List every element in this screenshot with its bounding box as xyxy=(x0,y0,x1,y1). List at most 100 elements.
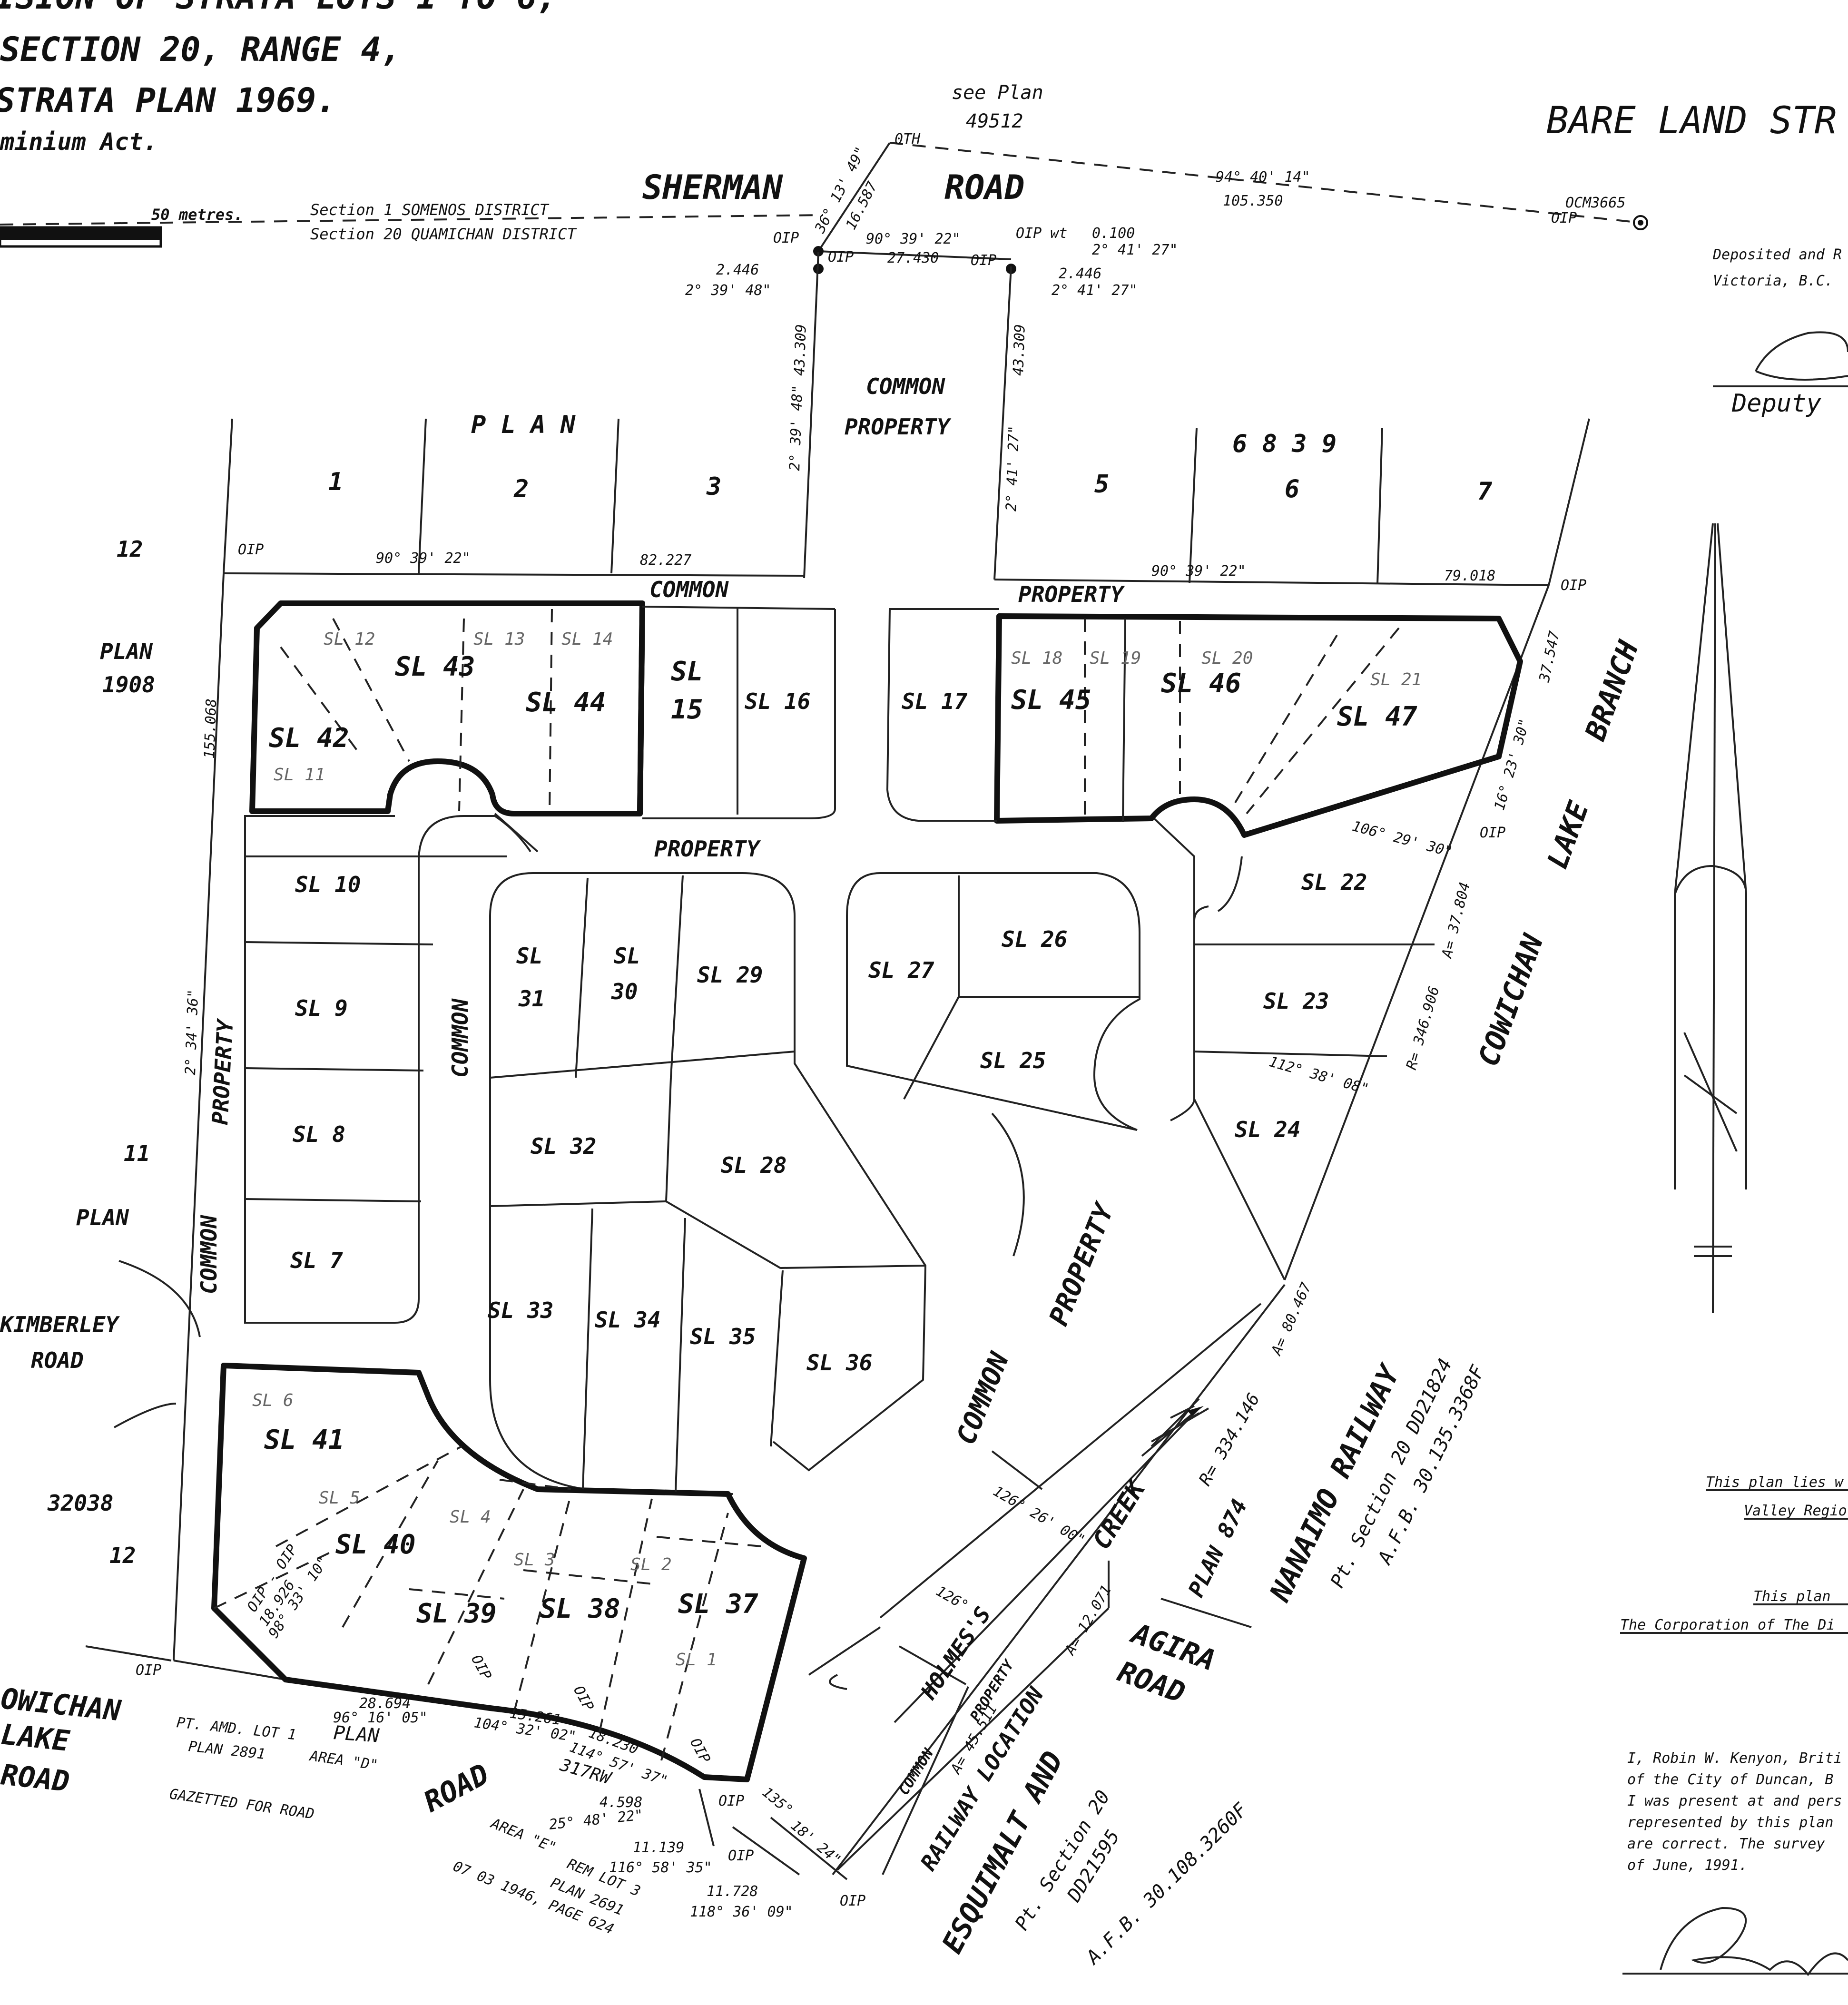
strata-lot-37: SL 37 xyxy=(678,1589,758,1620)
cowichan-lake-branch-2: LAKE xyxy=(1541,797,1595,874)
survey-903922b: 90° 39' 22" xyxy=(1151,563,1246,580)
lies-text-2: Valley Regio xyxy=(1744,1503,1847,1519)
title-line-4: minium Act. xyxy=(0,128,157,156)
survey-1824: 18' 24" xyxy=(787,1817,844,1868)
survey-2446a: 2.446 xyxy=(716,262,759,278)
deputy-signature: Deputy xyxy=(1731,389,1822,418)
district-line-1: Section 1 SOMENOS DISTRICT xyxy=(310,201,550,219)
survey-162330: 16° 23' 30" xyxy=(1491,717,1533,813)
survey-23948b: 2° 39' 48" xyxy=(786,385,806,472)
strata-lot-45: SL 45 xyxy=(1011,685,1091,716)
note-gazetted: GAZETTED FOR ROAD xyxy=(168,1786,315,1822)
victoria-text: Victoria, B.C. xyxy=(1713,273,1833,289)
strata-lot-30-number: 30 xyxy=(611,979,638,1004)
survey-arc-12071: A= 12.071 xyxy=(1062,1582,1115,1659)
scale-label: 50 metres. xyxy=(151,206,243,224)
strata-lot-8: SL 8 xyxy=(293,1121,345,1147)
strata-lot-25: SL 25 xyxy=(980,1048,1046,1073)
esq-afb: A.F.B. 30.108.3260F xyxy=(1081,1799,1252,1969)
survey-bearing-left: 2° 34' 36" xyxy=(182,989,202,1076)
plan-lot-6: 6 xyxy=(1285,475,1299,503)
survey-254822: 25° 48' 22" xyxy=(548,1807,644,1833)
strata-lot-24: SL 24 xyxy=(1235,1117,1300,1142)
strata-lot-28: SL 28 xyxy=(721,1152,786,1178)
old-lot-4: SL 4 xyxy=(450,1507,491,1527)
right-panel: Deposited and R Victoria, B.C. Deputy Th… xyxy=(1620,246,1848,1976)
survey-28694: 28.694 xyxy=(359,1695,411,1712)
strata-lot-22: SL 22 xyxy=(1301,869,1367,895)
old-lot-1: SL 1 xyxy=(676,1650,717,1670)
strata-lot-44: SL 44 xyxy=(526,687,606,718)
old-lot-labels: SL 12 SL 13 SL 14 SL 11 SL 18 SL 19 SL 2… xyxy=(252,629,1422,1670)
survey-r-346906: R= 346.906 xyxy=(1403,984,1443,1071)
survey-oip-8: OIP xyxy=(468,1652,494,1682)
survey-0100: 0.100 xyxy=(1092,225,1135,242)
strata-lot-47: SL 47 xyxy=(1337,701,1417,732)
strata-lot-10: SL 10 xyxy=(295,872,361,897)
strata-lot-43: SL 43 xyxy=(395,651,475,682)
strata-lot-27: SL 27 xyxy=(868,957,934,983)
cp-common-vertical-left: COMMON xyxy=(196,1215,222,1294)
strata-lot-labels: SL 42 SL 43 SL 44 SL 15 SL 16 SL 17 SL 4… xyxy=(264,651,1417,1629)
lot-dividers xyxy=(245,606,1435,1492)
old-lot-19: SL 19 xyxy=(1090,649,1141,668)
strata-lot-38: SL 38 xyxy=(540,1593,620,1624)
plan-lot-7: 7 xyxy=(1477,477,1493,506)
survey-82227: 82.227 xyxy=(640,552,691,569)
kimberley-road-label: ROAD xyxy=(31,1347,84,1373)
strata-lot-9: SL 9 xyxy=(295,995,348,1021)
survey-bearing-road: 90° 39' 22" xyxy=(866,231,961,247)
cp-small-common: COMMON xyxy=(895,1745,937,1798)
survey-oip-2: OIP xyxy=(828,249,854,265)
cp-big-property: PROPERTY xyxy=(1043,1198,1121,1330)
strata-lot-15: SL xyxy=(671,656,703,687)
plan-11-number: 11 xyxy=(124,1140,150,1166)
esquimalt-and: ESQUIMALT AND xyxy=(935,1746,1070,1959)
district-boundary: Section 1 SOMENOS DISTRICT Section 20 QU… xyxy=(0,201,824,243)
survey-annotations: 0TH 36° 13' 49" 16.587 94° 40' 14" 105.3… xyxy=(136,131,1625,1920)
survey-oip-12: OIP xyxy=(728,1848,754,1864)
survey-oip-13: OIP xyxy=(840,1893,865,1909)
sherman-road-name: SHERMAN xyxy=(642,168,783,207)
strata-lot-32: SL 32 xyxy=(531,1133,596,1159)
outer-boundary xyxy=(85,418,1590,1681)
strata-lot-23: SL 23 xyxy=(1263,988,1329,1014)
survey-27430: 27.430 xyxy=(887,250,939,266)
strata-lot-36: SL 36 xyxy=(806,1350,872,1376)
cowichan-lake-branch-1: COWICHAN xyxy=(1472,930,1550,1071)
survey-oip-9: OIP xyxy=(570,1683,597,1713)
plan-lot-numbers: 1 2 3 5 6 7 P L A N 6 8 3 9 xyxy=(328,411,1493,506)
old-lot-13: SL 13 xyxy=(473,629,525,649)
old-lot-21: SL 21 xyxy=(1370,670,1422,689)
plan-874: PLAN 874 xyxy=(1183,1495,1252,1601)
strata-lot-40: SL 40 xyxy=(335,1529,416,1560)
survey-oip-4: OIP xyxy=(238,541,264,558)
lies-text-1: This plan lies w xyxy=(1706,1474,1844,1491)
plan-number-6839: 6 8 3 9 xyxy=(1232,430,1337,458)
survey-2446b: 2.446 xyxy=(1059,265,1101,282)
surveyor-signature xyxy=(1660,1907,1848,1976)
survey-11139: 11.139 xyxy=(633,1839,684,1856)
cert-line-6: of June, 1991. xyxy=(1627,1857,1748,1874)
old-lot-20: SL 20 xyxy=(1201,649,1253,668)
survey-11728: 11.728 xyxy=(707,1883,758,1900)
title-right: BARE LAND STR xyxy=(1546,99,1837,142)
strata-lot-17: SL 17 xyxy=(902,688,968,714)
plan-lot-1: 1 xyxy=(328,468,343,496)
survey-118: 118° 36' 09" xyxy=(690,1904,793,1920)
old-lot-3: SL 3 xyxy=(514,1550,555,1570)
survey-distance-sherman: 105.350 xyxy=(1223,193,1283,209)
cp-big-common: COMMON xyxy=(951,1347,1016,1449)
survey-oip-11: OIP xyxy=(718,1793,744,1809)
cowichan-lake-road-3: ROAD xyxy=(0,1758,71,1799)
survey-oip-14: OIP xyxy=(1551,210,1577,226)
old-lot-dashes xyxy=(214,609,1400,1761)
scale-bar: 50 metres. xyxy=(0,206,243,248)
survey-ocm: OCM3665 xyxy=(1565,195,1625,211)
survey-79018: 79.018 xyxy=(1444,568,1495,584)
plan-12-a: 12 xyxy=(117,536,143,562)
strata-lot-33: SL 33 xyxy=(488,1297,553,1323)
cp-top-common: COMMON xyxy=(866,373,945,399)
old-lot-5: SL 5 xyxy=(319,1488,360,1508)
survey-oip-6: OIP xyxy=(1480,825,1505,841)
